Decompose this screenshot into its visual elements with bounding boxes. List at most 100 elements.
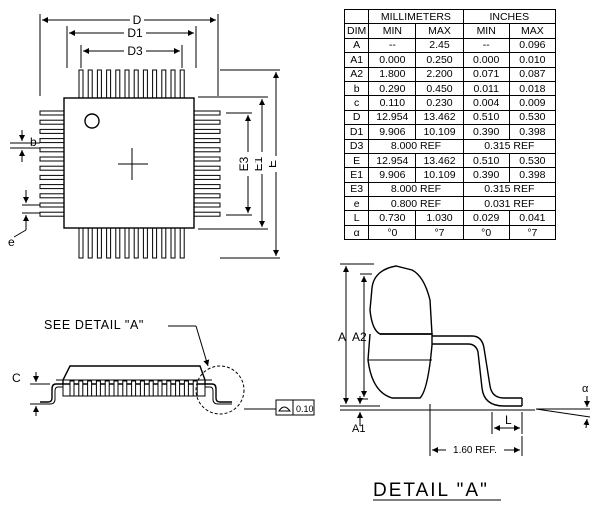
- lead-pin: [39, 165, 65, 171]
- label-d: D: [133, 13, 142, 27]
- table-cell-in-min: 0.390: [462, 167, 510, 183]
- table-row: α°0°7°0°7: [343, 224, 557, 241]
- table-group-header-row: MILLIMETERS INCHES: [343, 8, 557, 25]
- col-header-in-min: MIN: [462, 23, 510, 39]
- lead-pin: [193, 128, 221, 134]
- lead-pin: [39, 211, 65, 217]
- table-cell-mm-max: 0.450: [415, 80, 464, 97]
- label-c: C: [12, 371, 21, 385]
- table-cell-dim: b: [343, 80, 370, 97]
- label-d3: D3: [127, 44, 143, 58]
- lead-pin: [39, 184, 65, 190]
- lead-pin: [96, 69, 102, 99]
- side-pin: [131, 380, 137, 397]
- detail-title: DETAIL "A": [373, 480, 489, 501]
- table-cell-mm-min: --: [368, 37, 417, 54]
- lead-pin: [161, 69, 167, 99]
- group-header-in: INCHES: [462, 8, 557, 25]
- table-cell-mm-max: 10.109: [415, 167, 464, 183]
- see-detail-label: SEE DETAIL "A": [44, 318, 144, 332]
- detail-circle: [195, 365, 245, 415]
- table-cell-in-max: 0.087: [508, 66, 557, 82]
- lead-pin: [161, 227, 167, 259]
- table-cell-in-max: 0.009: [508, 95, 557, 111]
- detail-a-view: A A2 A1 L 1.60 REF. α DETAIL "A": [338, 263, 591, 501]
- table-cell-in-min: 0.071: [462, 66, 510, 82]
- lead-pin: [124, 69, 130, 99]
- table-cell-mm-ref: 8.000 REF: [368, 181, 464, 198]
- table-cell-mm-min: 0.000: [368, 52, 417, 68]
- side-pin: [148, 380, 154, 397]
- table-cell-mm-ref: 0.800 REF: [368, 196, 464, 212]
- side-pin: [192, 380, 198, 397]
- table-cell-in-max: 0.096: [508, 37, 557, 54]
- lead-pin: [78, 69, 84, 99]
- lead-pin: [87, 227, 93, 259]
- col-header-mm-max: MAX: [415, 23, 464, 39]
- label-a2: A2: [352, 330, 367, 344]
- detail-body: [369, 265, 433, 335]
- lead-pin: [193, 184, 221, 190]
- flatness-icon: [278, 406, 292, 412]
- lead-pin: [193, 174, 221, 180]
- lead-pin: [106, 227, 112, 259]
- table-cell-mm-max: 10.109: [415, 124, 464, 140]
- lead-pin: [193, 110, 221, 116]
- lead-pin: [133, 227, 139, 259]
- label-a1: A1: [352, 423, 365, 435]
- side-pin: [122, 380, 128, 397]
- table-cell-mm-max: 2.45: [415, 37, 464, 54]
- table-cell-dim: c: [343, 95, 370, 111]
- table-cell-in-max: 0.398: [508, 124, 557, 140]
- table-cell-mm-ref: 8.000 REF: [368, 138, 464, 154]
- label-ref: 1.60 REF.: [453, 445, 497, 456]
- lead-pin: [39, 202, 65, 208]
- lead-pin: [142, 69, 148, 99]
- right-lead: [205, 383, 232, 403]
- lead-pin: [96, 227, 102, 259]
- table-cell-mm-max: °7: [415, 224, 464, 241]
- lead-pin: [179, 69, 185, 99]
- lead-pin: [87, 69, 93, 99]
- side-view: SEE DETAIL "A" C 0.10: [12, 318, 315, 416]
- lead-pin: [193, 211, 221, 217]
- table-cell-in-min: 0.390: [462, 124, 510, 140]
- table-cell-mm-max: 13.462: [415, 109, 464, 126]
- lead-pin: [193, 119, 221, 125]
- side-pin: [139, 380, 145, 397]
- table-cell-in-max: 0.041: [508, 210, 557, 226]
- pins-top-row: [78, 69, 185, 99]
- side-pin: [175, 380, 181, 397]
- table-cell-in-max: 0.530: [508, 152, 557, 169]
- table-cell-dim: A: [343, 37, 370, 54]
- table-cell-in-min: 0.510: [462, 109, 510, 126]
- lead-pin: [170, 227, 176, 259]
- table-cell-dim: D1: [343, 124, 370, 140]
- table-cell-dim: L: [343, 210, 370, 226]
- col-header-dim: DIM: [343, 23, 370, 39]
- lead-pin: [39, 174, 65, 180]
- lead-pin: [142, 227, 148, 259]
- table-cell-dim: E1: [343, 167, 370, 183]
- table-cell-in-ref: 0.031 REF: [462, 196, 557, 212]
- table-cell-in-min: 0.011: [462, 80, 510, 97]
- label-alpha: α: [582, 383, 589, 395]
- lead-pin: [133, 69, 139, 99]
- table-cell-mm-max: 1.030: [415, 210, 464, 226]
- table-cell-in-min: °0: [462, 224, 510, 241]
- table-cell-dim: α: [343, 224, 370, 241]
- lead-pin: [193, 193, 221, 199]
- lead-pin: [152, 227, 158, 259]
- table-cell-in-ref: 0.315 REF: [462, 138, 557, 154]
- table-cell-in-max: 0.010: [508, 52, 557, 68]
- lead-pin: [78, 227, 84, 259]
